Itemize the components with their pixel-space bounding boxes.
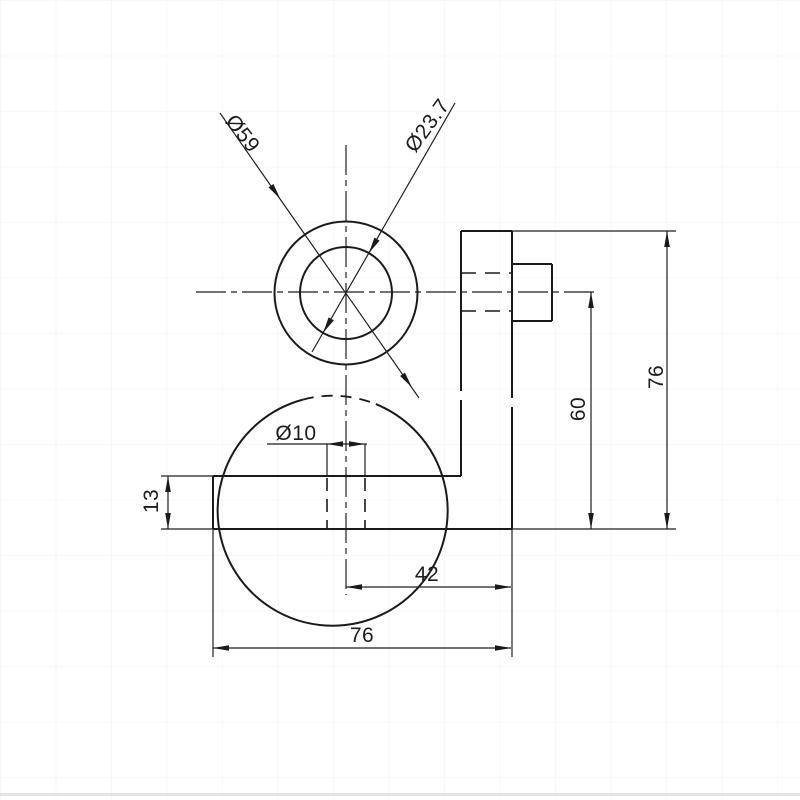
cylinder-circles (216, 220, 449, 627)
arrow-outer-dia-lower (400, 372, 412, 388)
extension-lines (161, 230, 676, 657)
dim-base-hole-diameter-label: Ø10 (275, 422, 317, 445)
dim-overall-width-label: 76 (349, 624, 375, 647)
arrow-bore-dia-upper (368, 237, 380, 254)
leader-outer-diameter (219, 112, 420, 399)
dim-hole-to-edge-label: 42 (414, 563, 440, 586)
arrow-76r-bottom (664, 513, 670, 529)
dim-axis-height-label: 60 (567, 396, 590, 422)
arrow-13-bottom (165, 513, 171, 529)
arrow-bore-dia-lower (323, 317, 334, 333)
arrow-hole-left (327, 441, 343, 447)
part-outline (212, 230, 553, 530)
arrow-76b-right (495, 645, 511, 651)
arrowheads (165, 184, 670, 651)
leader-bore-diameter (311, 102, 456, 353)
arrow-13-top (165, 476, 171, 492)
bottom-edge-strip (0, 793, 800, 796)
arrow-outer-dia-upper (268, 184, 281, 199)
bore-circle (299, 246, 393, 340)
arrow-42-left (346, 584, 362, 590)
arrow-60-bottom (588, 513, 594, 529)
outer-circle-hidden-arc (302, 394, 377, 405)
outer-circle-solid-arc (216, 398, 449, 627)
arrow-60-top (588, 292, 594, 308)
hidden-lines (326, 272, 512, 529)
arrow-76r-top (664, 231, 670, 247)
arrow-hole-right (349, 441, 365, 447)
dim-overall-height-label: 76 (645, 364, 668, 390)
centerlines (196, 145, 597, 595)
arrow-42-right (495, 584, 511, 590)
middle-circle (273, 220, 419, 366)
dim-base-thickness-label: 13 (140, 488, 163, 514)
arrow-76b-left (213, 645, 229, 651)
